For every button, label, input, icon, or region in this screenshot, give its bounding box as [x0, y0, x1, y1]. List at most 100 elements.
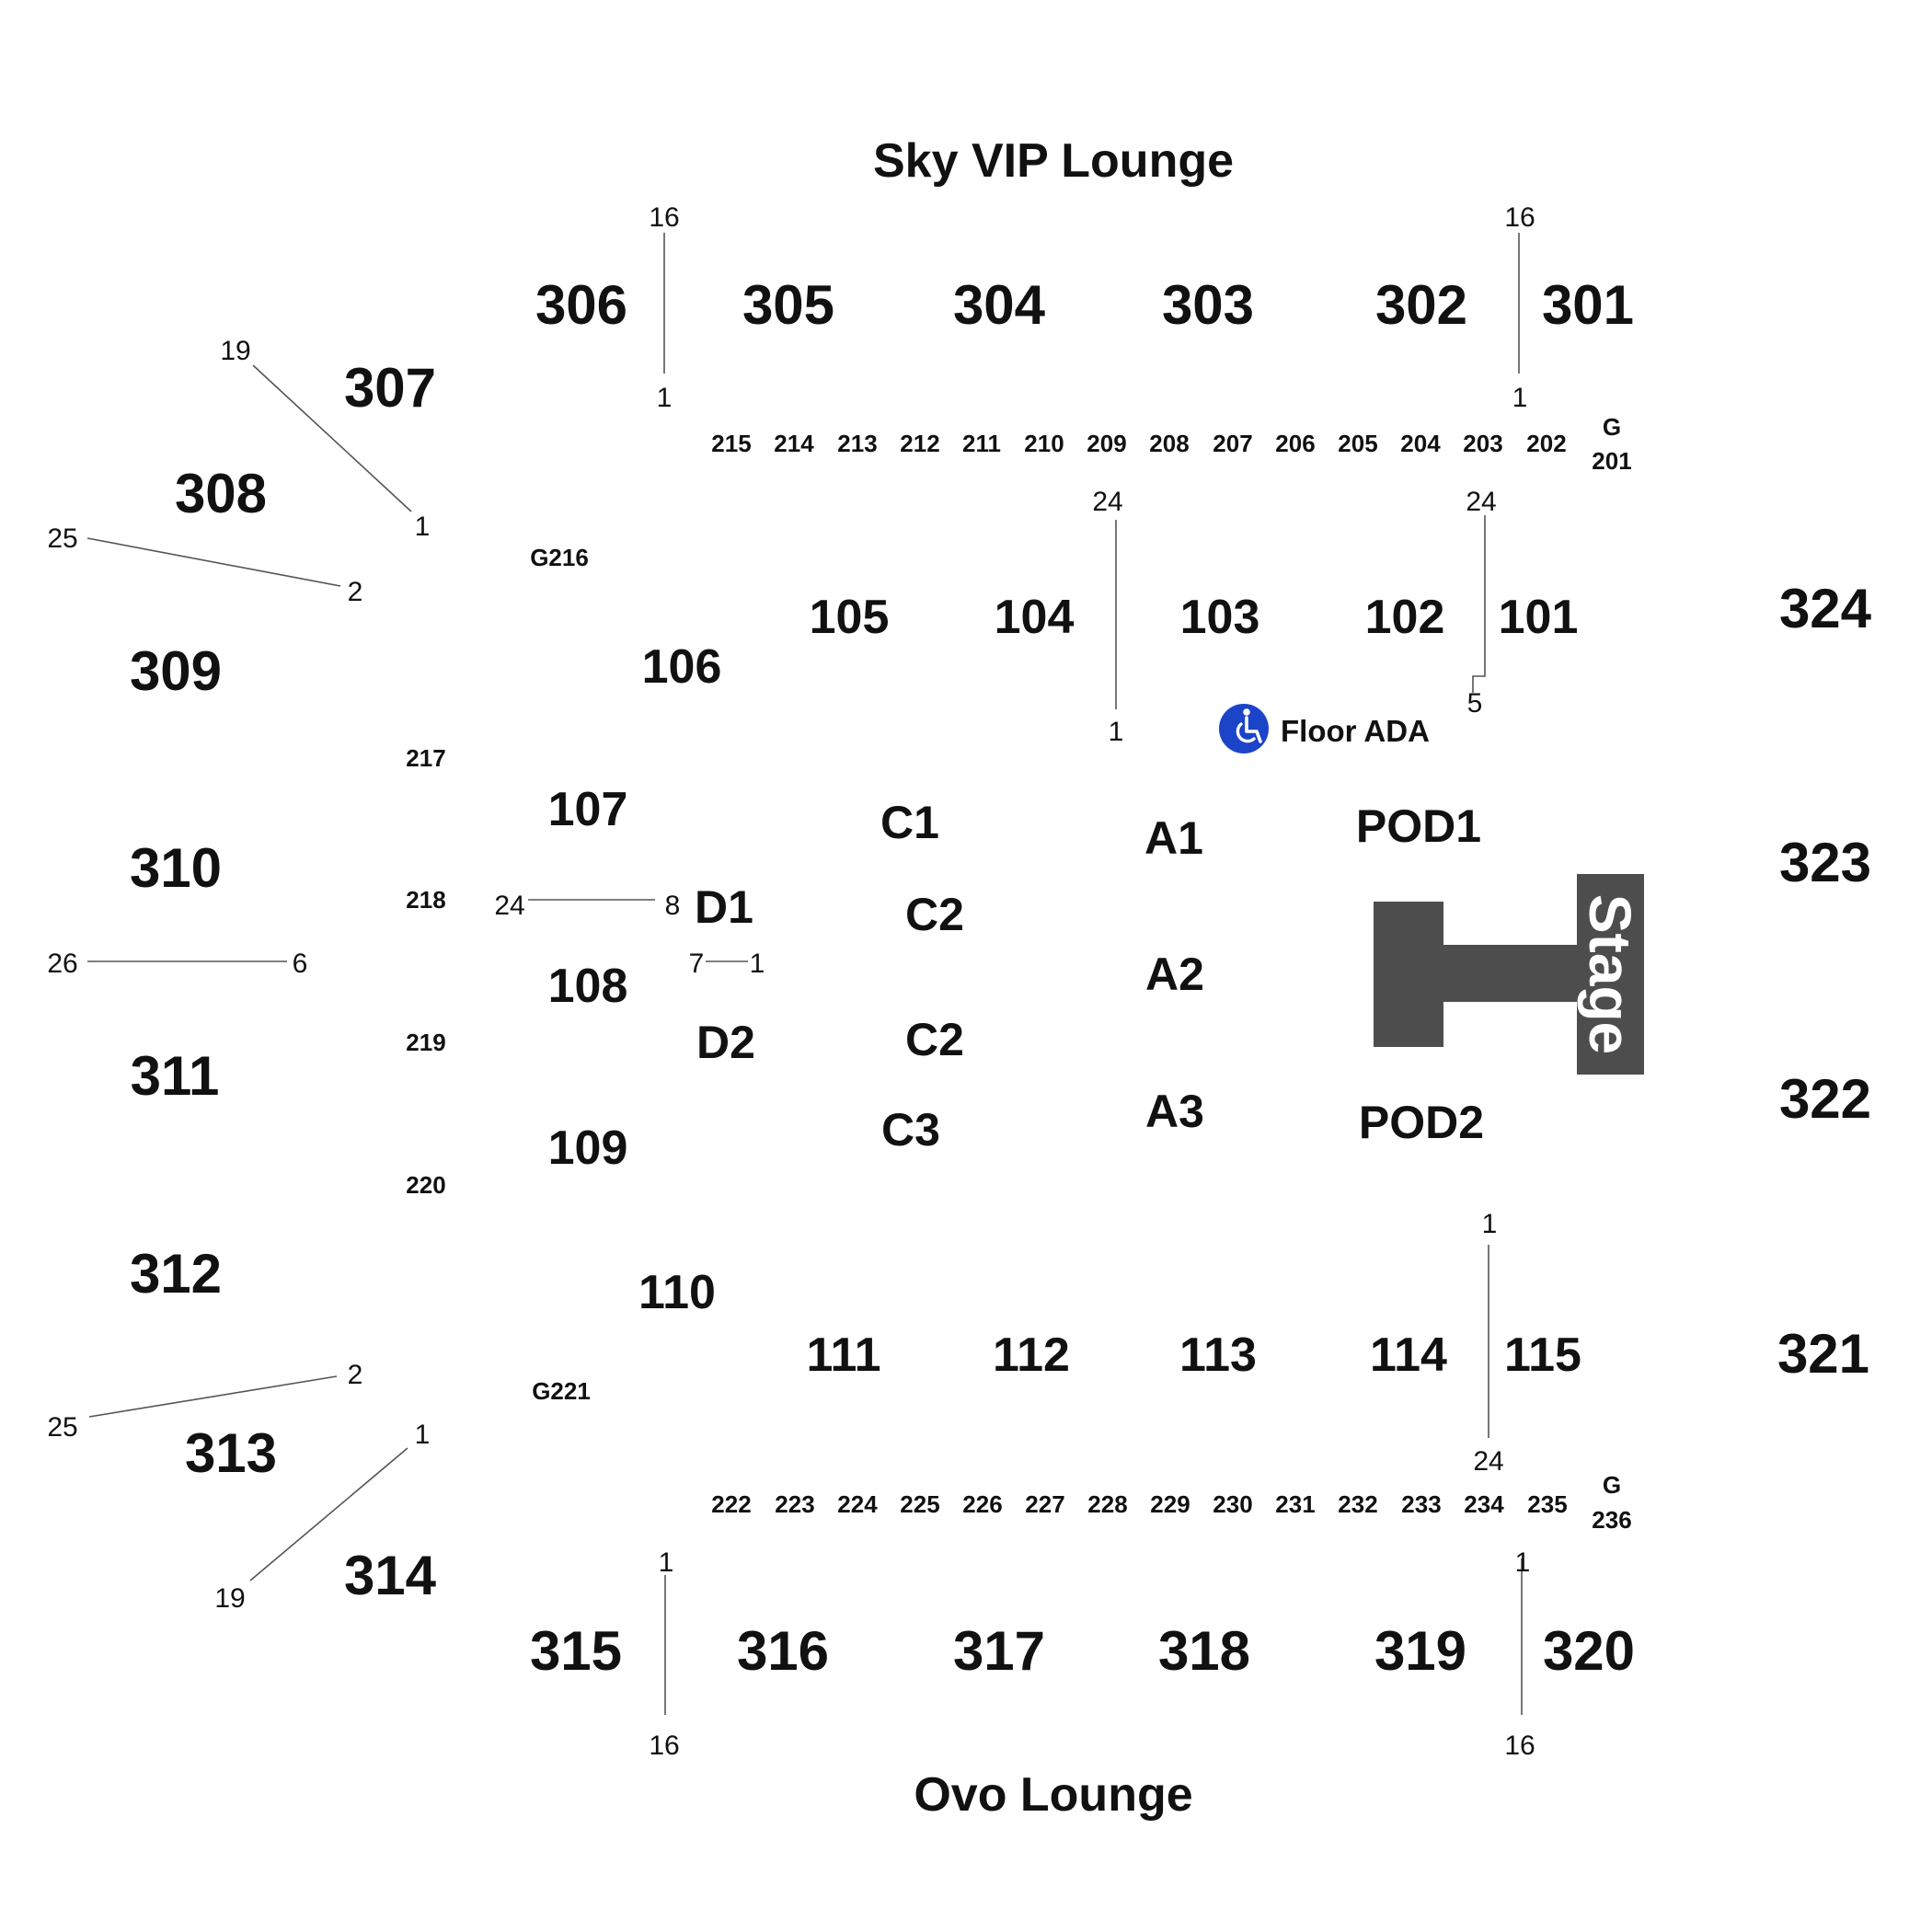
section-315[interactable]: 315	[530, 1620, 622, 1682]
section-231[interactable]: 231	[1275, 1490, 1315, 1518]
row-marker: 24	[1473, 1446, 1503, 1477]
section-323[interactable]: 323	[1779, 832, 1871, 893]
section-101[interactable]: 101	[1499, 591, 1579, 644]
floor-c3[interactable]: C3	[881, 1104, 940, 1156]
section-103[interactable]: 103	[1180, 591, 1260, 644]
section-234[interactable]: 234	[1464, 1490, 1504, 1518]
section-217[interactable]: 217	[406, 744, 445, 772]
floor-d1[interactable]: D1	[695, 881, 753, 933]
section-112[interactable]: 112	[993, 1328, 1070, 1382]
section-105[interactable]: 105	[810, 591, 890, 644]
section-111[interactable]: 111	[806, 1328, 880, 1382]
floor-c2-upper[interactable]: C2	[905, 889, 964, 940]
gate-201[interactable]: 201	[1592, 447, 1631, 475]
section-303[interactable]: 303	[1162, 274, 1254, 336]
section-309[interactable]: 309	[130, 640, 222, 702]
row-marker: 25	[47, 1412, 77, 1443]
section-202[interactable]: 202	[1526, 430, 1566, 457]
gate-g221[interactable]: G221	[532, 1377, 591, 1405]
section-310[interactable]: 310	[130, 837, 222, 899]
floor-a3[interactable]: A3	[1145, 1086, 1204, 1137]
floor-ada[interactable]: Floor ADA	[1219, 704, 1430, 753]
section-321[interactable]: 321	[1777, 1323, 1869, 1385]
section-320[interactable]: 320	[1543, 1620, 1635, 1682]
row-marker: 25	[47, 523, 77, 554]
section-219[interactable]: 219	[406, 1029, 445, 1056]
section-210[interactable]: 210	[1024, 430, 1064, 457]
section-206[interactable]: 206	[1275, 430, 1315, 457]
section-110[interactable]: 110	[638, 1266, 716, 1319]
section-225[interactable]: 225	[900, 1490, 939, 1518]
section-319[interactable]: 319	[1374, 1620, 1466, 1682]
section-314[interactable]: 314	[344, 1545, 437, 1606]
section-107[interactable]: 107	[548, 783, 628, 836]
section-301[interactable]: 301	[1542, 274, 1634, 336]
section-232[interactable]: 232	[1338, 1490, 1377, 1518]
floor-a2[interactable]: A2	[1145, 949, 1204, 1000]
section-226[interactable]: 226	[962, 1490, 1002, 1518]
row-marker: 19	[214, 1583, 245, 1614]
lounge-top[interactable]: Sky VIP Lounge	[873, 134, 1234, 188]
section-113[interactable]: 113	[1179, 1328, 1257, 1382]
floor-pod2[interactable]: POD2	[1359, 1097, 1484, 1148]
gate-236[interactable]: 236	[1592, 1506, 1631, 1534]
section-104[interactable]: 104	[995, 591, 1075, 644]
section-304[interactable]: 304	[953, 274, 1046, 336]
section-215[interactable]: 215	[711, 430, 751, 457]
row-marker: 1	[750, 949, 765, 979]
section-313[interactable]: 313	[185, 1422, 277, 1484]
section-302[interactable]: 302	[1375, 274, 1467, 336]
section-218[interactable]: 218	[406, 886, 445, 914]
section-307[interactable]: 307	[344, 357, 436, 419]
row-marker: 1	[659, 1547, 674, 1578]
floor-a1[interactable]: A1	[1144, 812, 1203, 864]
section-224[interactable]: 224	[837, 1490, 878, 1518]
section-229[interactable]: 229	[1150, 1490, 1190, 1518]
section-115[interactable]: 115	[1504, 1328, 1581, 1382]
section-233[interactable]: 233	[1401, 1490, 1441, 1518]
section-102[interactable]: 102	[1365, 591, 1445, 644]
section-108[interactable]: 108	[548, 960, 628, 1013]
section-311[interactable]: 311	[131, 1045, 220, 1107]
stage-runway	[1435, 945, 1581, 1002]
floor-d2[interactable]: D2	[696, 1017, 755, 1068]
section-235[interactable]: 235	[1527, 1490, 1567, 1518]
section-324[interactable]: 324	[1779, 578, 1872, 639]
section-109[interactable]: 109	[548, 1121, 628, 1175]
section-205[interactable]: 205	[1338, 430, 1377, 457]
section-114[interactable]: 114	[1370, 1328, 1447, 1382]
section-312[interactable]: 312	[130, 1243, 222, 1305]
stage-label: Stage	[1577, 894, 1643, 1054]
section-223[interactable]: 223	[775, 1490, 814, 1518]
section-230[interactable]: 230	[1213, 1490, 1252, 1518]
section-308[interactable]: 308	[175, 463, 267, 524]
section-322[interactable]: 322	[1779, 1068, 1871, 1130]
section-306[interactable]: 306	[535, 274, 627, 336]
floor-pod1[interactable]: POD1	[1356, 800, 1481, 852]
section-212[interactable]: 212	[900, 430, 939, 457]
section-207[interactable]: 207	[1213, 430, 1252, 457]
section-220[interactable]: 220	[406, 1171, 445, 1199]
section-318[interactable]: 318	[1158, 1620, 1250, 1682]
section-228[interactable]: 228	[1087, 1490, 1127, 1518]
wheelchair-icon	[1219, 704, 1269, 753]
section-227[interactable]: 227	[1025, 1490, 1064, 1518]
lounge-bottom[interactable]: Ovo Lounge	[914, 1768, 1192, 1822]
section-316[interactable]: 316	[737, 1620, 829, 1682]
section-209[interactable]: 209	[1087, 430, 1126, 457]
section-214[interactable]: 214	[774, 430, 814, 457]
stage[interactable]: Stage	[1374, 874, 1644, 1075]
section-317[interactable]: 317	[953, 1620, 1045, 1682]
section-106[interactable]: 106	[642, 640, 722, 694]
floor-c2-lower[interactable]: C2	[905, 1014, 964, 1065]
section-211[interactable]: 211	[962, 430, 1001, 457]
section-204[interactable]: 204	[1400, 430, 1441, 457]
section-213[interactable]: 213	[837, 430, 877, 457]
section-222[interactable]: 222	[711, 1490, 751, 1518]
section-305[interactable]: 305	[742, 274, 834, 336]
floor-c1[interactable]: C1	[880, 797, 939, 848]
row-marker: 24	[1092, 487, 1122, 517]
gate-g216[interactable]: G216	[530, 544, 589, 571]
section-203[interactable]: 203	[1463, 430, 1502, 457]
section-208[interactable]: 208	[1149, 430, 1189, 457]
